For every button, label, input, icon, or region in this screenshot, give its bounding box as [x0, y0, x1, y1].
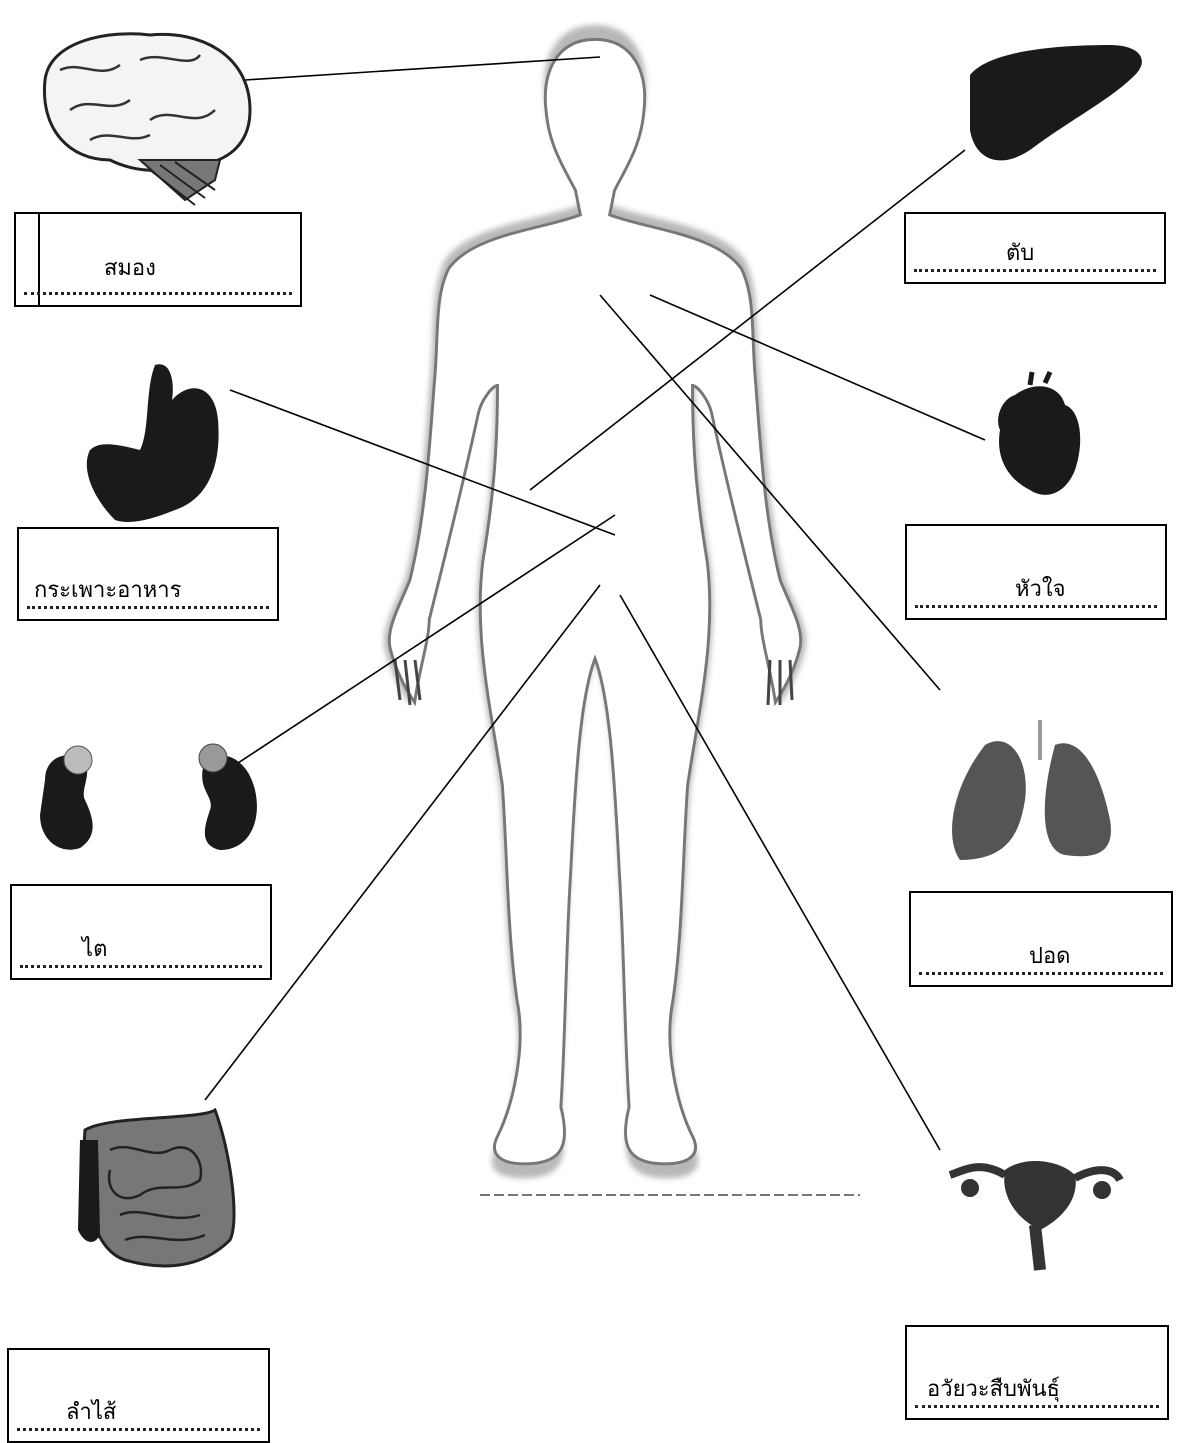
- label-box-heart: หัวใจ: [905, 524, 1167, 620]
- label-box-lungs: ปอด: [909, 891, 1173, 987]
- label-brain: สมอง: [104, 250, 156, 285]
- lungs-image: [952, 720, 1111, 860]
- dotted-line: [914, 269, 1156, 272]
- dotted-line: [24, 292, 292, 295]
- reproductive-organ-image: [950, 1161, 1120, 1270]
- dotted-line: [17, 1428, 260, 1431]
- human-body-outline: [384, 25, 860, 1195]
- label-box-stomach: กระเพาะอาหาร: [17, 527, 279, 621]
- label-reproductive: อวัยวะสืบพันธุ์: [927, 1371, 1060, 1406]
- stomach-image: [87, 364, 219, 522]
- label-stomach: กระเพาะอาหาร: [34, 572, 181, 607]
- label-box-intestine: ลำไส้: [7, 1348, 270, 1443]
- liver-image: [970, 45, 1142, 160]
- label-intestine: ลำไส้: [66, 1394, 116, 1429]
- label-liver: ตับ: [1006, 235, 1034, 270]
- label-box-kidney: ไต: [10, 884, 272, 980]
- label-lungs: ปอด: [1029, 938, 1070, 973]
- heart-image: [998, 372, 1080, 495]
- label-kidney: ไต: [82, 931, 107, 966]
- label-box-brain: สมอง: [14, 212, 302, 307]
- dotted-line: [20, 965, 262, 968]
- brain-image: [44, 34, 250, 205]
- kidneys-image: [40, 744, 257, 850]
- label-box-liver: ตับ: [904, 212, 1166, 284]
- intestine-image: [78, 1110, 234, 1266]
- label-heart: หัวใจ: [1015, 571, 1066, 606]
- label-box-reproductive: อวัยวะสืบพันธุ์: [905, 1325, 1169, 1420]
